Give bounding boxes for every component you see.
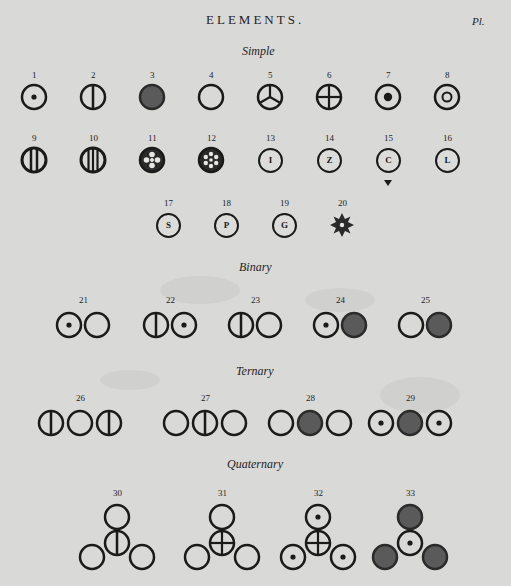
element-letter: I bbox=[269, 156, 273, 165]
element-circle: L bbox=[435, 148, 460, 173]
element-number: 6 bbox=[327, 71, 332, 81]
compound-number: 28 bbox=[306, 394, 315, 404]
element-number: 15 bbox=[384, 134, 393, 144]
compound-number: 32 bbox=[314, 489, 323, 499]
section-heading: Ternary bbox=[236, 365, 274, 378]
compound-number: 31 bbox=[218, 489, 227, 499]
element-letter: P bbox=[224, 221, 230, 230]
element-letter: G bbox=[281, 221, 288, 230]
compound-number: 33 bbox=[406, 489, 415, 499]
quaternary-compounds bbox=[80, 505, 447, 569]
element-circle: P bbox=[214, 213, 239, 238]
element-number: 12 bbox=[207, 134, 216, 144]
element-number: 11 bbox=[148, 134, 157, 144]
element-number: 7 bbox=[386, 71, 391, 81]
paper-stain bbox=[100, 276, 460, 413]
element-letter: C bbox=[385, 156, 392, 165]
mark bbox=[384, 180, 392, 186]
compound-number: 23 bbox=[251, 296, 260, 306]
binary-compounds bbox=[57, 313, 451, 337]
element-letter: Z bbox=[326, 156, 332, 165]
element-number: 2 bbox=[91, 71, 96, 81]
compound-number: 29 bbox=[406, 394, 415, 404]
element-number: 1 bbox=[32, 71, 37, 81]
compound-number: 24 bbox=[336, 296, 345, 306]
element-number: 8 bbox=[445, 71, 450, 81]
element-number: 18 bbox=[222, 199, 231, 209]
compound-number: 25 bbox=[421, 296, 430, 306]
element-number: 4 bbox=[209, 71, 214, 81]
element-circle: I bbox=[258, 148, 283, 173]
compound-number: 21 bbox=[79, 296, 88, 306]
element-letter: S bbox=[166, 221, 171, 230]
element-circle: C bbox=[376, 148, 401, 173]
plate-number: Pl. bbox=[472, 15, 485, 27]
element-number: 19 bbox=[280, 199, 289, 209]
plate-title: ELEMENTS. bbox=[206, 13, 304, 27]
element-symbols bbox=[22, 85, 459, 237]
element-letter: L bbox=[444, 156, 450, 165]
element-number: 14 bbox=[325, 134, 334, 144]
element-number: 5 bbox=[268, 71, 273, 81]
compound-number: 26 bbox=[76, 394, 85, 404]
element-circle: Z bbox=[317, 148, 342, 173]
element-number: 16 bbox=[443, 134, 452, 144]
element-number: 17 bbox=[164, 199, 173, 209]
compound-number: 22 bbox=[166, 296, 175, 306]
element-number: 10 bbox=[89, 134, 98, 144]
compound-number: 27 bbox=[201, 394, 210, 404]
compound-number: 30 bbox=[113, 489, 122, 499]
element-number: 20 bbox=[338, 199, 347, 209]
section-heading: Binary bbox=[239, 261, 272, 274]
element-number: 3 bbox=[150, 71, 155, 81]
element-number: 9 bbox=[32, 134, 37, 144]
section-heading: Quaternary bbox=[227, 458, 283, 471]
element-circle: G bbox=[272, 213, 297, 238]
ternary-compounds bbox=[39, 411, 451, 435]
element-circle: S bbox=[156, 213, 181, 238]
section-heading: Simple bbox=[242, 45, 275, 58]
element-number: 13 bbox=[266, 134, 275, 144]
